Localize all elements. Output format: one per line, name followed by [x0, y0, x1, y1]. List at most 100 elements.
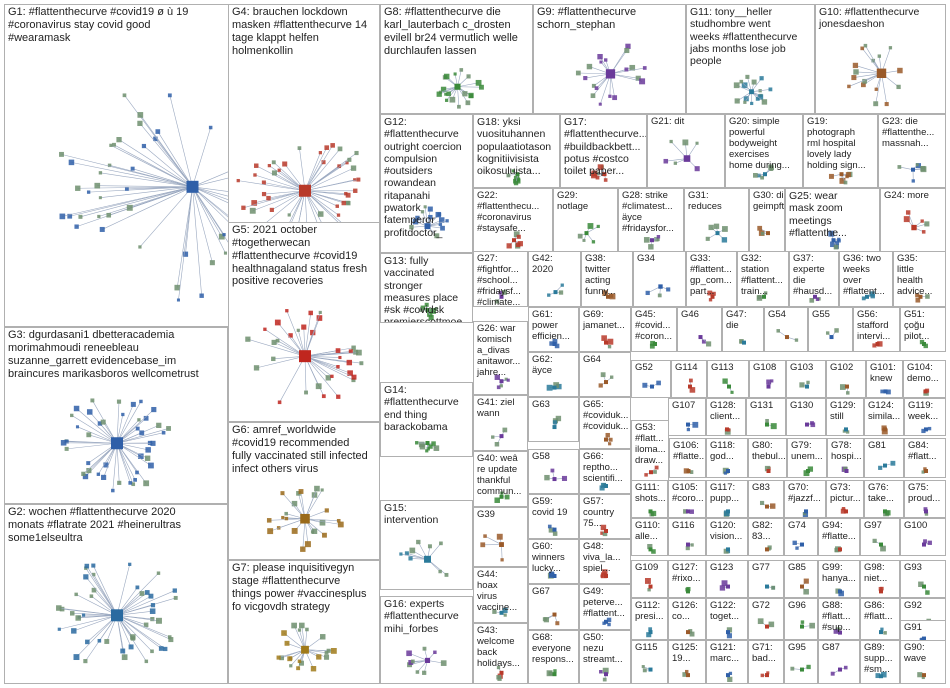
node — [553, 669, 557, 673]
node — [156, 422, 162, 428]
cluster-g59: G59:covid 19 — [528, 494, 579, 539]
node — [86, 432, 92, 438]
node — [468, 92, 474, 99]
hub-node — [686, 589, 690, 594]
node — [723, 471, 727, 475]
node — [144, 659, 149, 664]
node — [59, 606, 65, 612]
node — [496, 533, 503, 540]
cluster-network-graph — [494, 289, 507, 304]
node — [86, 409, 93, 415]
cluster-network-graph — [399, 539, 449, 577]
hub-node — [648, 630, 653, 635]
node — [354, 150, 359, 156]
cluster-network-graph — [663, 139, 700, 172]
hub-node — [686, 509, 690, 514]
node — [686, 427, 691, 432]
node — [806, 664, 811, 670]
node — [415, 215, 420, 221]
node — [425, 449, 429, 453]
node — [416, 539, 421, 545]
node — [428, 214, 433, 220]
hub-node — [726, 630, 730, 635]
node — [853, 69, 859, 75]
node — [438, 569, 442, 574]
node — [794, 338, 799, 342]
node — [921, 230, 926, 234]
node — [599, 60, 603, 64]
node — [755, 96, 760, 101]
node — [506, 243, 512, 249]
edge — [116, 615, 171, 640]
node — [496, 675, 501, 680]
node — [877, 54, 882, 58]
node — [809, 298, 815, 303]
cluster-g84: G84:#flatt... — [904, 438, 946, 478]
node — [763, 291, 768, 295]
edge — [439, 86, 458, 95]
node — [305, 627, 309, 632]
node — [602, 531, 608, 537]
edge — [110, 145, 193, 188]
cluster-g53: G53:#flatt...iloma...draw... — [631, 420, 669, 484]
hub-node — [649, 470, 653, 475]
edge — [304, 145, 333, 191]
node — [98, 171, 103, 175]
node — [483, 534, 487, 538]
cluster-g130: G130 — [786, 398, 826, 436]
node — [135, 585, 140, 590]
node — [253, 173, 257, 177]
node — [707, 290, 713, 296]
edge — [256, 355, 306, 369]
node — [504, 377, 508, 381]
cluster-g100: G100 — [900, 518, 946, 556]
cluster-g123: G123 — [706, 560, 748, 598]
node — [743, 100, 747, 104]
node — [828, 173, 834, 179]
hub-node — [604, 380, 608, 385]
node — [757, 225, 763, 231]
cluster-g65: G65:#coviduk...#coviduk... — [579, 397, 631, 449]
node — [830, 241, 836, 248]
node — [921, 428, 926, 434]
cluster-network-graph — [506, 231, 523, 249]
edge — [93, 565, 118, 616]
edge — [100, 172, 193, 188]
node — [506, 173, 511, 178]
cluster-network-graph — [722, 378, 734, 394]
node — [590, 93, 596, 99]
cluster-network-graph — [726, 671, 733, 682]
edge — [192, 186, 226, 254]
node — [583, 76, 588, 81]
node — [722, 467, 729, 474]
node — [759, 76, 764, 81]
cluster-network-graph — [757, 225, 770, 236]
edge — [192, 186, 225, 235]
node — [150, 649, 154, 654]
node — [209, 260, 215, 266]
node — [120, 648, 126, 654]
cluster-g126: G126:co... — [668, 598, 706, 640]
cluster-network-graph — [760, 671, 770, 678]
edge — [59, 615, 118, 630]
node — [552, 531, 558, 536]
node — [311, 528, 318, 534]
node — [345, 200, 350, 205]
cluster-network-graph — [726, 627, 733, 639]
node — [641, 665, 645, 669]
node — [60, 439, 67, 446]
node — [465, 100, 471, 106]
hub-node — [924, 427, 928, 432]
node — [310, 666, 317, 672]
node — [722, 378, 728, 384]
cluster-g28: G28: strike#climatest...äyce#fridaysfor.… — [618, 188, 684, 252]
node — [877, 341, 883, 347]
node — [550, 468, 555, 473]
cluster-network-graph — [800, 620, 815, 629]
node — [815, 297, 820, 302]
node — [625, 43, 631, 49]
cluster-network-graph — [765, 584, 776, 590]
node — [726, 627, 733, 633]
